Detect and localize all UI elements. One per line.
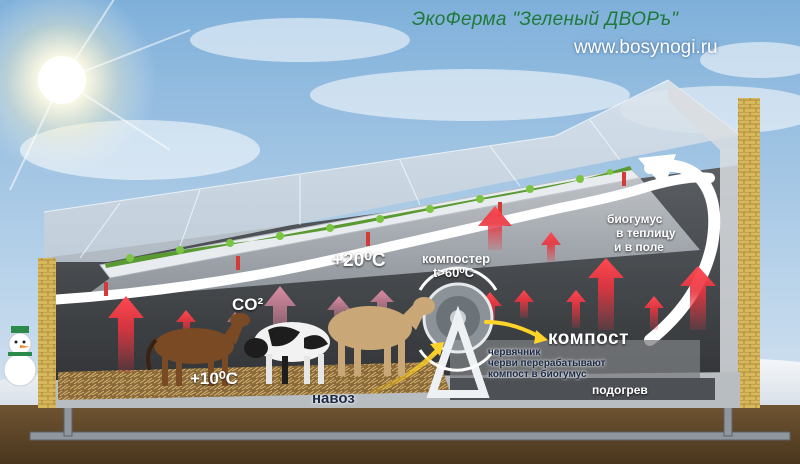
upper-temperature-label: +20⁰С	[332, 250, 386, 271]
roof-glass	[44, 80, 740, 262]
right-wall-inner	[668, 80, 740, 408]
compost-label: компост	[548, 328, 629, 349]
roof-grid	[43, 79, 741, 259]
snowman-icon	[3, 326, 37, 387]
manure-label: навоз	[312, 390, 355, 407]
heating-floor	[450, 378, 715, 400]
circulation-arrow	[644, 159, 721, 346]
lower-temperature-label: +10⁰С	[190, 369, 238, 388]
composter-label: компостер	[422, 251, 491, 266]
duct-vents	[104, 172, 626, 296]
circulation-arrow-head	[638, 154, 676, 188]
compost-arrow-head	[534, 330, 548, 344]
cow-icon	[244, 322, 330, 384]
co2-label: CO²	[232, 295, 264, 314]
left-brick-wall	[38, 258, 56, 408]
website-link[interactable]: www.bosynogi.ru	[574, 37, 718, 58]
green-roof-plants	[105, 166, 632, 268]
wormery-description-line2: компост в биогумус	[488, 369, 587, 380]
heat-arrows	[108, 206, 716, 372]
compost-arrow	[484, 320, 540, 338]
cow-icon	[328, 297, 435, 376]
air-duct	[45, 172, 715, 305]
page-title: ЭкоФерма "Зеленый ДВОРъ"	[412, 9, 679, 30]
manure-arrow-head	[430, 342, 444, 356]
right-brick-wall	[738, 98, 760, 408]
wormery-description-line1: черви перерабатывают	[488, 358, 606, 369]
biohumus-destination-line1: в теплицу	[616, 226, 676, 240]
heating-label: подогрев	[592, 383, 648, 397]
straw-bedding	[58, 362, 450, 400]
horse-icon	[146, 313, 250, 386]
biohumus-destination-line2: и в поле	[614, 240, 664, 254]
plant-leaves	[126, 169, 613, 262]
wormery-bed	[450, 340, 700, 380]
wormery-label: червячник	[488, 347, 541, 358]
sun-icon	[0, 0, 191, 191]
biohumus-label: биогумус	[607, 212, 663, 226]
composter-drum-icon	[418, 266, 498, 398]
manure-arrow	[369, 349, 439, 395]
composter-temperature-label: t>60⁰С	[433, 265, 474, 280]
